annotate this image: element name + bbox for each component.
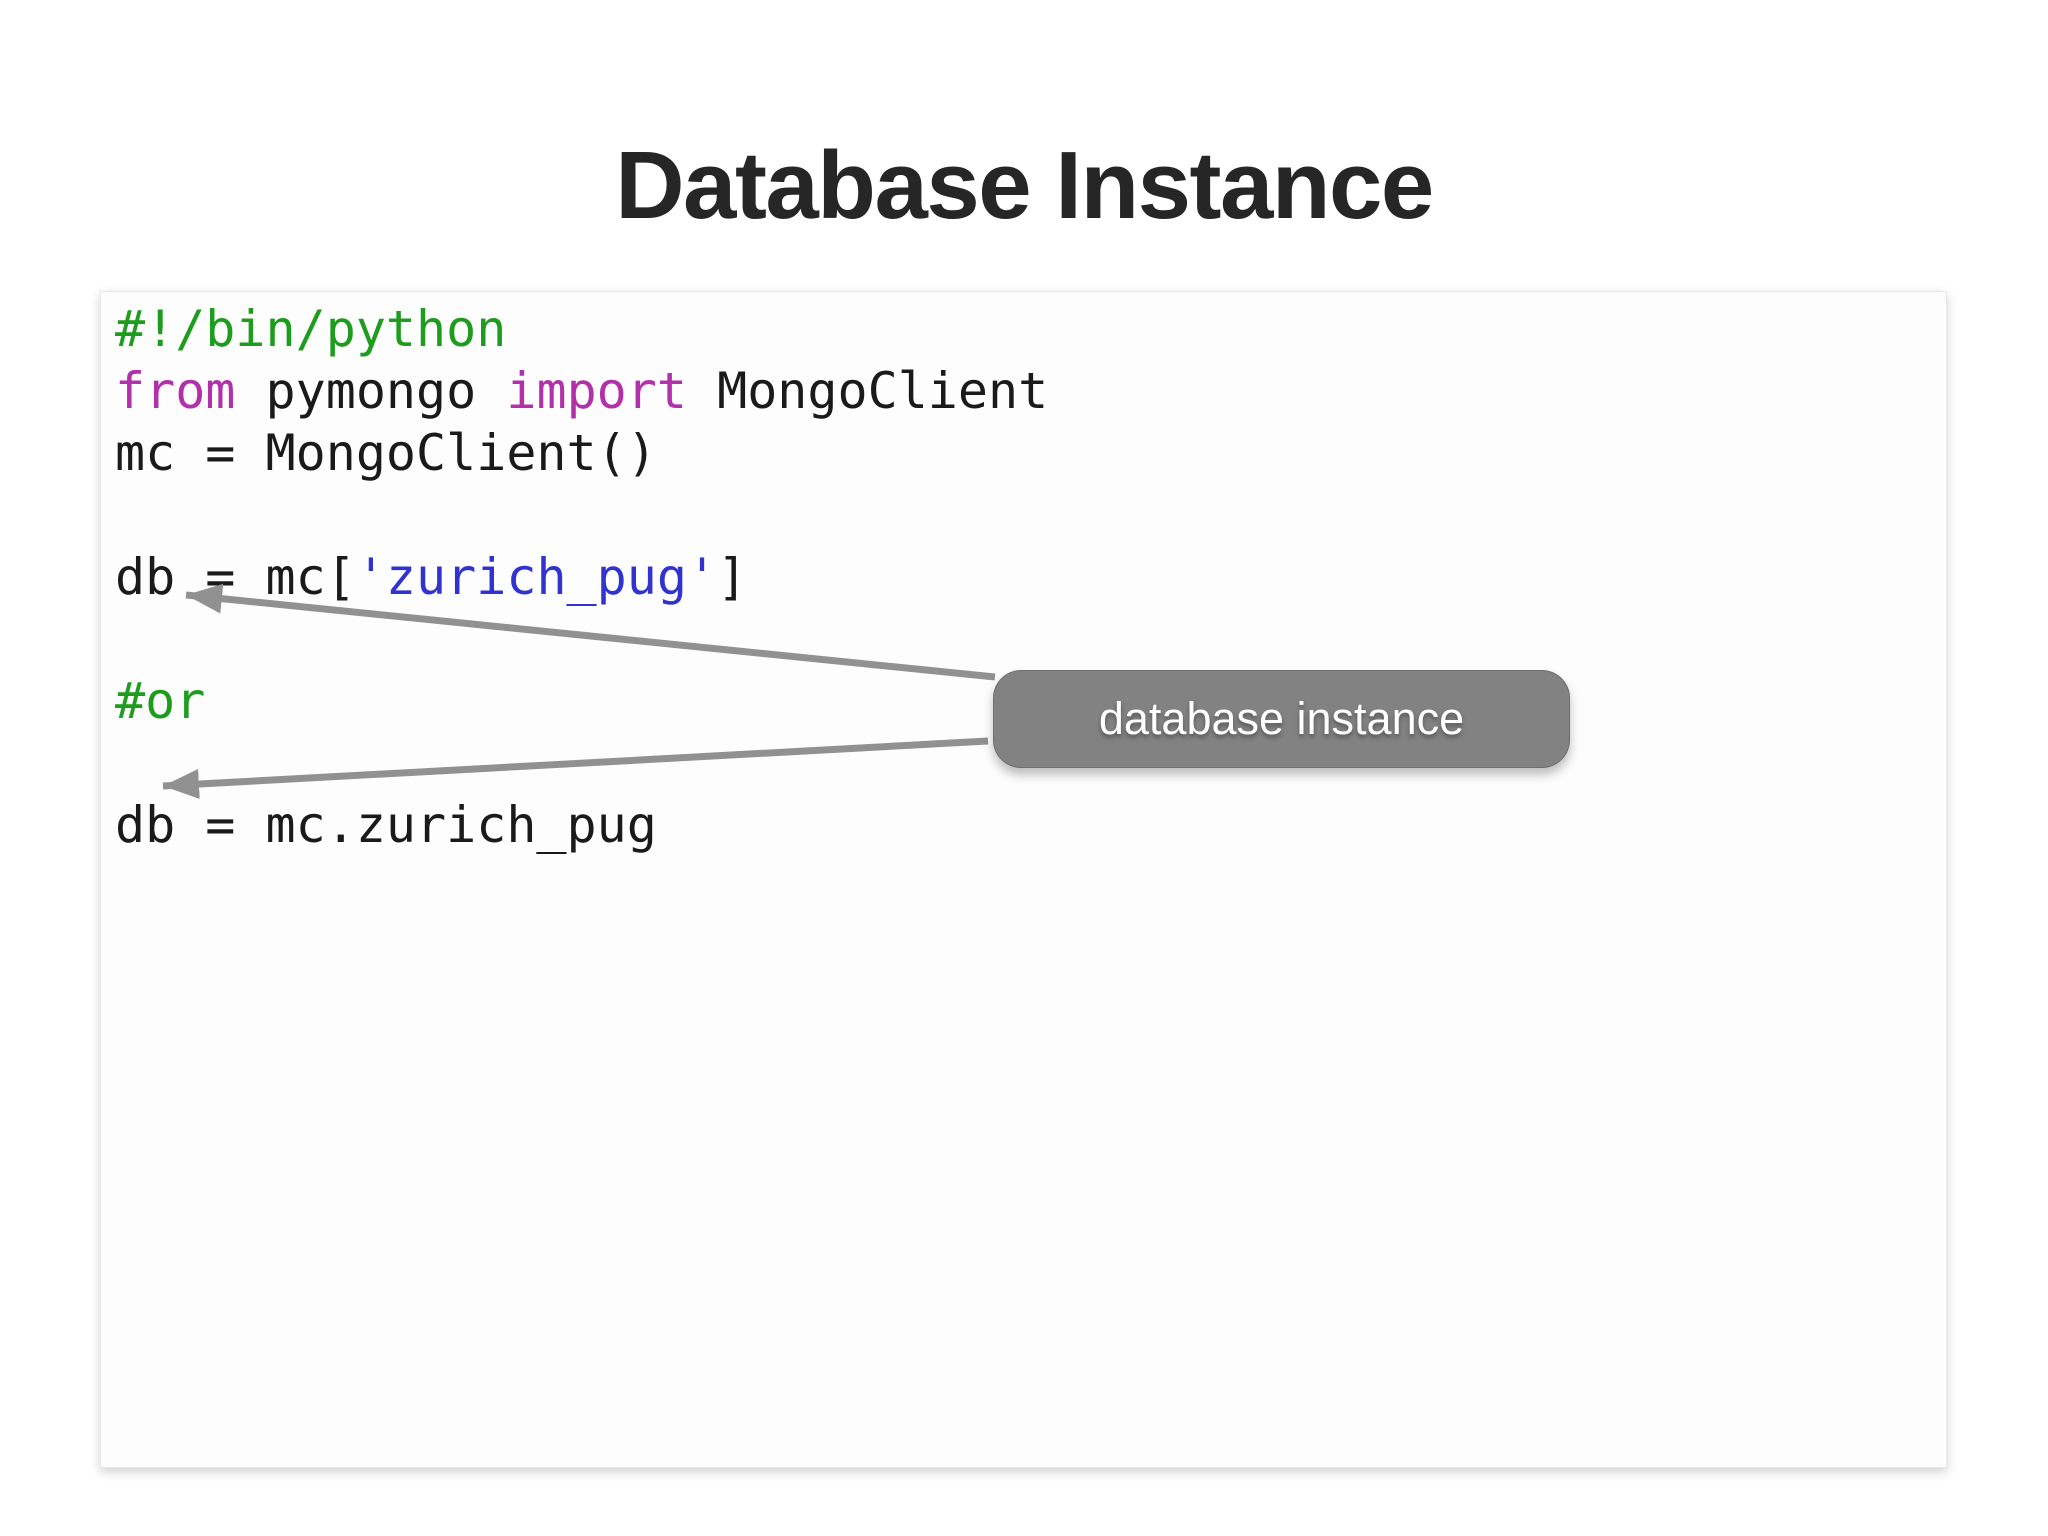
code-token-plain: db = mc.zurich_pug: [115, 796, 657, 854]
code-token-plain: pymongo: [235, 362, 507, 420]
code-line: mc = MongoClient(): [115, 422, 1048, 484]
code-line: [115, 732, 1048, 794]
code-token-string: 'zurich_pug': [355, 548, 718, 606]
code-line: [115, 608, 1048, 670]
code-line: #!/bin/python: [115, 298, 1048, 360]
code-line: db = mc['zurich_pug']: [115, 546, 1048, 608]
code-token-plain: db = mc[: [115, 548, 356, 606]
slide-title: Database Instance: [615, 132, 1434, 239]
code-line: db = mc.zurich_pug: [115, 794, 1048, 856]
code-token-plain: MongoClient: [686, 362, 1049, 420]
code-line: from pymongo import MongoClient: [115, 360, 1048, 422]
database-instance-callout: database instance: [993, 670, 1570, 768]
code-line: #or: [115, 670, 1048, 732]
code-token-plain: mc = MongoClient(): [115, 424, 657, 482]
database-instance-callout-label: database instance: [1098, 693, 1465, 744]
code-token-comment: #or: [115, 672, 206, 730]
code-line: [115, 484, 1048, 546]
code-token-keyword: from: [115, 362, 236, 420]
code-token-keyword: import: [506, 362, 687, 420]
code-token-comment: #!/bin/python: [115, 300, 507, 358]
code-token-plain: ]: [717, 548, 748, 606]
